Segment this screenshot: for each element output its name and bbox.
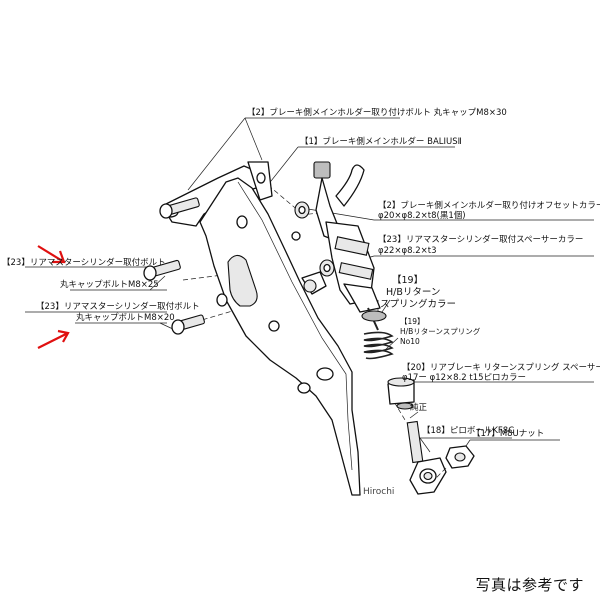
label-return-spring-id: 【19】: [400, 317, 425, 326]
label-bolt-25: 【23】リアマスターシリンダー取付ボルト: [2, 257, 166, 268]
label-return-collar-line1: H/Bリターン: [386, 287, 440, 298]
red-arrow-bolt-20: [37, 329, 70, 349]
label-pillow-ball: 【18】ピロボールKF8C: [422, 426, 514, 436]
bolt-m8x20: [171, 314, 205, 335]
label-spacer-collar: 【23】リアマスターシリンダー取付スペーサーカラー: [378, 234, 583, 245]
red-arrow-bolt-25: [37, 245, 66, 264]
label-spring-spacer: 【20】リアブレーキ リターンスプリング スペーサーカラー: [402, 362, 600, 373]
label-bolt-25-size: 丸キャップボルトM8×25: [60, 279, 159, 290]
label-bolt-20: 【23】リアマスターシリンダー取付ボルト: [36, 301, 200, 312]
main-holder-plate: [161, 161, 361, 496]
bolt-m8x30: [159, 197, 200, 219]
pillow-ball: [406, 420, 447, 495]
label-spring-spacer-size: φ17ー φ12×8.2 t15ピロカラー: [402, 373, 526, 383]
label-return-spring: H/Bリターンスプリング: [400, 326, 481, 336]
bolt-m8x25: [143, 259, 181, 281]
label-return-collar-line2: スプリングカラー: [380, 298, 456, 310]
label-bolt-20-size: 丸キャップボルトM8×20: [76, 312, 175, 323]
label-return-spring-no: No10: [400, 337, 420, 346]
label-offset-collar-size: φ20×φ8.2×t8(黒1個): [378, 210, 466, 221]
watermark: Hirochi: [363, 487, 394, 497]
label-holder-bolt: 【2】ブレーキ側メインホルダー取り付けボルト 丸キャップM8×30: [247, 107, 507, 118]
label-spacer-collar-size: φ22×φ8.2×t3: [378, 246, 437, 256]
m8u-nut: [435, 445, 475, 479]
label-return-collar-id: 【19】: [392, 275, 423, 286]
label-offset-collar: 【2】ブレーキ側メインホルダー取り付けオフセットカラー: [378, 200, 600, 211]
return-spring: [363, 331, 394, 360]
collars: [294, 201, 335, 293]
label-nut: 【17】M8Uナット: [472, 429, 544, 439]
footer-note: 写真は参考です: [475, 576, 584, 594]
master-cylinder: [313, 161, 387, 331]
label-main-holder: 【1】ブレーキ側メインホルダー BALIUSⅡ: [300, 136, 462, 147]
label-adjust: 純正: [410, 402, 428, 413]
spring-spacer-collar: [387, 377, 415, 410]
